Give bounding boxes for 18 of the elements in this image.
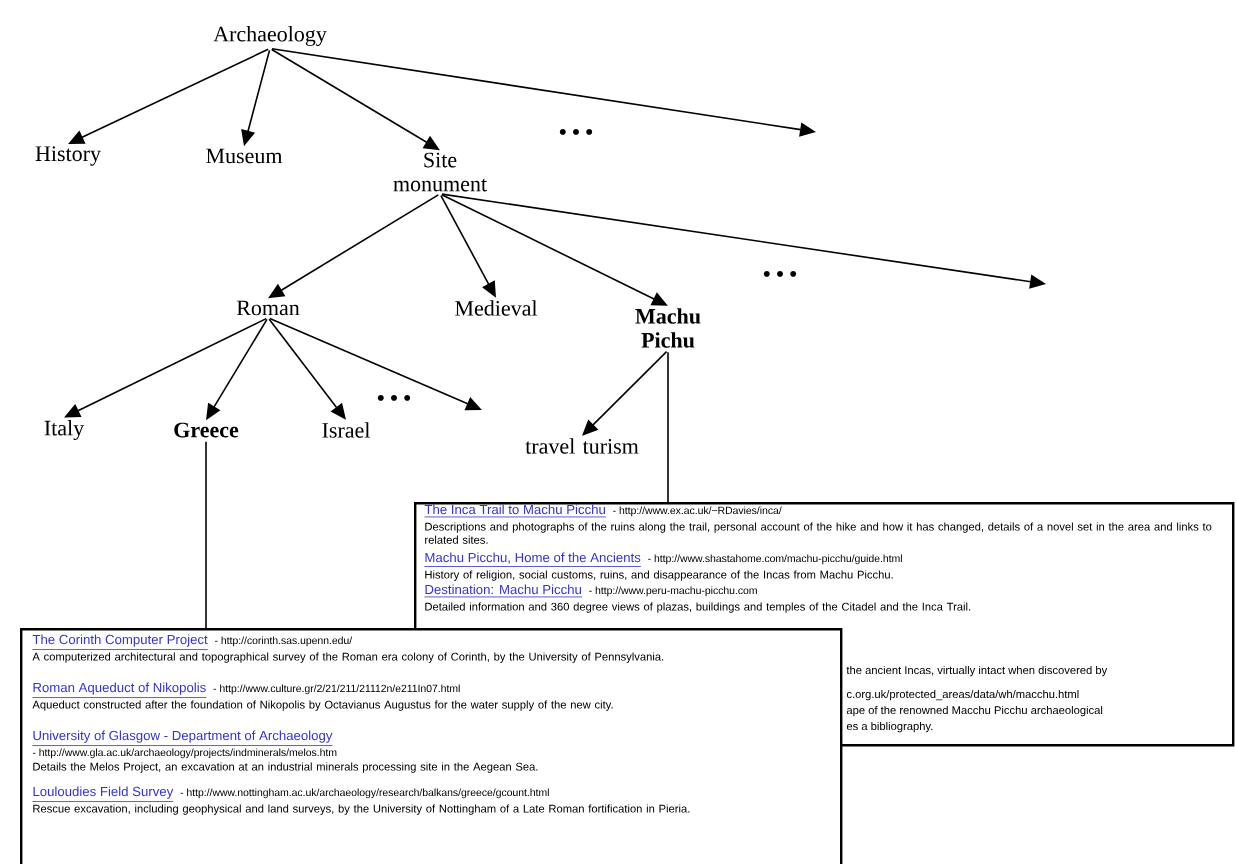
result-panel: [20, 628, 843, 864]
node-label: Museum: [206, 148, 283, 164]
node-label: History: [35, 146, 101, 166]
node-label: travel turism: [525, 438, 639, 454]
node-label: Medieval: [455, 300, 538, 316]
arrow: [268, 194, 440, 299]
node-label: Israel: [322, 422, 370, 438]
node-label: Roman: [236, 300, 300, 316]
ellipsis-dots: • • •: [559, 128, 593, 135]
node-label: Machu Pichu: [635, 308, 701, 348]
ellipsis-dots: • • •: [377, 394, 411, 401]
node-label: Site monument: [393, 152, 487, 192]
node-label: Italy: [44, 420, 85, 440]
node-label: Greece: [174, 422, 239, 438]
arrow: [268, 318, 346, 420]
arrow: [582, 350, 668, 436]
ellipsis-dots: • • •: [763, 270, 797, 277]
node-label: Archaeology: [213, 26, 327, 46]
